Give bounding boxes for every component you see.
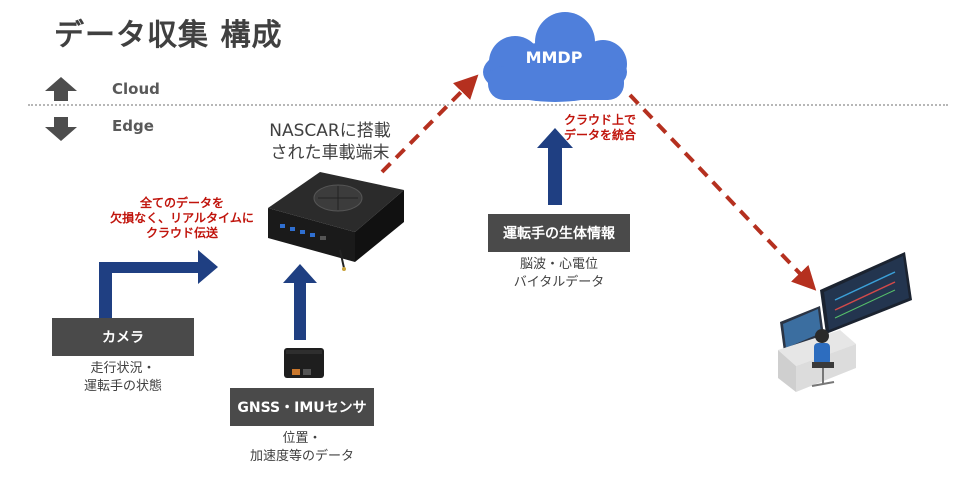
gnss-note-line: 加速度等のデータ bbox=[249, 449, 354, 464]
gnss-note-line: 位置・ bbox=[282, 431, 322, 446]
uplink-arrow bbox=[380, 74, 479, 174]
gnss-sensor-icon bbox=[284, 348, 324, 378]
downlink-arrow bbox=[628, 93, 817, 291]
camera-note: 走行状況・ 運転手の状態 bbox=[52, 360, 194, 396]
note-line: データを統合 bbox=[563, 128, 636, 142]
biometrics-note: 脳波・心電位 バイタルデータ bbox=[488, 256, 630, 292]
cloud-edge-divider bbox=[28, 104, 948, 106]
note-line: クラウド伝送 bbox=[145, 226, 218, 240]
realtime-transfer-note: 全てのデータを 欠損なく、リアルタイムに クラウド伝送 bbox=[92, 196, 272, 241]
gnss-arrow bbox=[283, 264, 317, 340]
cloud-icon bbox=[483, 12, 627, 102]
gnss-imu-box: GNSS・IMUセンサ bbox=[230, 388, 374, 426]
cloud-label: MMDP bbox=[525, 48, 583, 67]
note-line: 欠損なく、リアルタイムに bbox=[110, 211, 254, 225]
bio-arrow bbox=[537, 128, 573, 205]
vehicle-terminal-icon bbox=[268, 172, 404, 271]
bio-note-line: バイタルデータ bbox=[513, 275, 605, 290]
cloud-integration-note: クラウド上で データを統合 bbox=[550, 113, 650, 143]
terminal-caption: NASCARに搭載 された車載端末 bbox=[240, 120, 420, 164]
control-room-icon bbox=[778, 252, 912, 392]
terminal-caption-line: NASCARに搭載 bbox=[269, 121, 391, 141]
page-title: データ収集 構成 bbox=[54, 18, 283, 53]
terminal-caption-line: された車載端末 bbox=[270, 143, 390, 163]
camera-box: カメラ bbox=[52, 318, 194, 356]
biometrics-box: 運転手の生体情報 bbox=[488, 214, 630, 252]
gnss-imu-note: 位置・ 加速度等のデータ bbox=[230, 430, 374, 466]
camera-note-line: 運転手の状態 bbox=[83, 379, 162, 394]
bio-note-line: 脳波・心電位 bbox=[519, 257, 598, 272]
up-arrow-icon bbox=[45, 77, 77, 101]
cloud-zone-label: Cloud bbox=[112, 80, 160, 98]
note-line: クラウド上で bbox=[563, 113, 636, 127]
camera-arrow bbox=[99, 250, 218, 318]
camera-note-line: 走行状況・ bbox=[90, 361, 156, 376]
edge-zone-label: Edge bbox=[112, 117, 154, 135]
down-arrow-icon bbox=[45, 117, 77, 141]
note-line: 全てのデータを bbox=[139, 196, 224, 210]
